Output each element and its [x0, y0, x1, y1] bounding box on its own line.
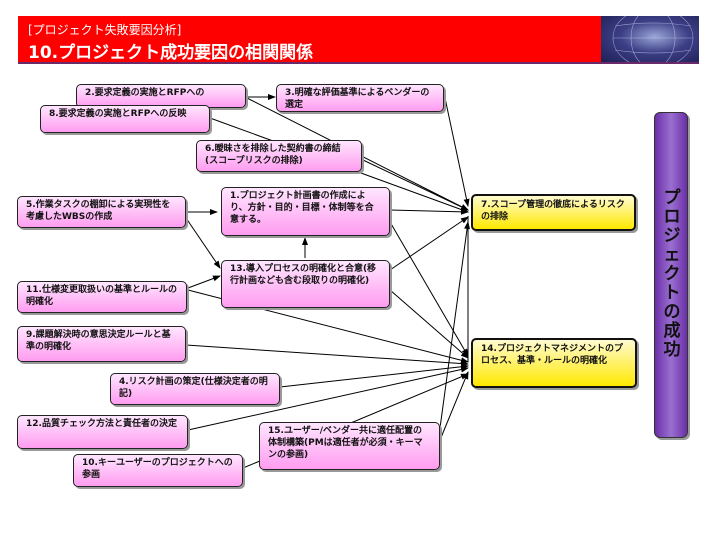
node-13-implementation-process: 13.導入プロセスの明確化と合意(移行計画なども含む段取りの明確化): [221, 260, 390, 308]
goal-14-pm-process: 14.プロジェクトマネジメントのプロセス、基準・ルールの明確化: [471, 338, 637, 388]
node-1-project-plan: 1.プロジェクト計画書の作成により、方針・目的・目標・体制等を合意する。: [221, 187, 390, 236]
arrow-5-to-13: [185, 217, 221, 269]
arrow-4-to-14: [279, 363, 469, 388]
node-11-change-rules: 11.仕様変更取扱いの基準とルールの明確化: [17, 281, 187, 313]
arrow-9-to-14: [185, 344, 469, 367]
arrow-13-to-14: [389, 289, 469, 359]
project-success-char: プ: [663, 188, 681, 208]
project-success-char: 成: [663, 321, 681, 341]
project-success-char: ェ: [663, 245, 681, 265]
globe-logo-icon: [601, 16, 699, 62]
project-success-char: ク: [663, 264, 681, 284]
project-success-label: プロジェクトの成功: [655, 189, 689, 360]
arrow-3-to-7: [444, 97, 470, 207]
page-title: 10.プロジェクト成功要因の相関関係: [28, 43, 314, 62]
arrow-12-to-14: [187, 366, 469, 431]
project-success-char: ト: [663, 283, 681, 303]
node-6-contract: 6.曖昧さを排除した契約書の締結(スコープリスクの排除): [196, 140, 362, 172]
node-5-wbs: 5.作業タスクの棚卸による実現性を考慮したWBSの作成: [17, 196, 186, 228]
arrow-15-to-14: [439, 371, 469, 441]
node-3-vendor-selection: 3.明確な評価基準によるベンダーの選定: [276, 84, 444, 112]
project-success-char: 功: [663, 340, 681, 360]
header-divider: [18, 62, 699, 64]
title-banner: [プロジェクト失敗要因分析] 10.プロジェクト成功要因の相関関係: [18, 16, 699, 62]
arrow-13-to-7: [389, 216, 469, 271]
node-8-requirements-rfp-reflection: 8.要求定義の実施とRFPへの反映: [40, 105, 210, 133]
arrow-1-to-7: [389, 208, 469, 215]
node-15-staffing-structure: 15.ユーザー/ベンダー共に適任配置の体制構築(PMは適任者が必須・キーマンの参…: [259, 422, 440, 470]
node-12-quality-check: 12.品質チェック方法と責任者の決定: [17, 415, 188, 449]
arrow-1-to-14: [389, 221, 469, 357]
goal-7-scope-management: 7.スコープ管理の徹底によるリスクの排除: [471, 194, 636, 231]
arrow-6-to-7: [362, 159, 469, 211]
node-10-key-user: 10.キーユーザーのプロジェクトへの参画: [73, 454, 243, 487]
arrow-15-to-7: [439, 221, 471, 429]
project-success-char: ロ: [663, 207, 681, 227]
section-subtitle: [プロジェクト失敗要因分析]: [28, 23, 182, 37]
node-9-decision-rules: 9.課題解決時の意思決定ルールと基準の明確化: [17, 326, 186, 362]
arrow-11-to-13: [187, 275, 221, 289]
project-success-char: ジ: [663, 226, 681, 246]
node-4-risk-plan: 4.リスク計画の策定(仕様決定者の明記): [110, 373, 280, 405]
project-success-char: の: [663, 302, 681, 322]
project-success-box: プロジェクトの成功: [654, 112, 688, 438]
